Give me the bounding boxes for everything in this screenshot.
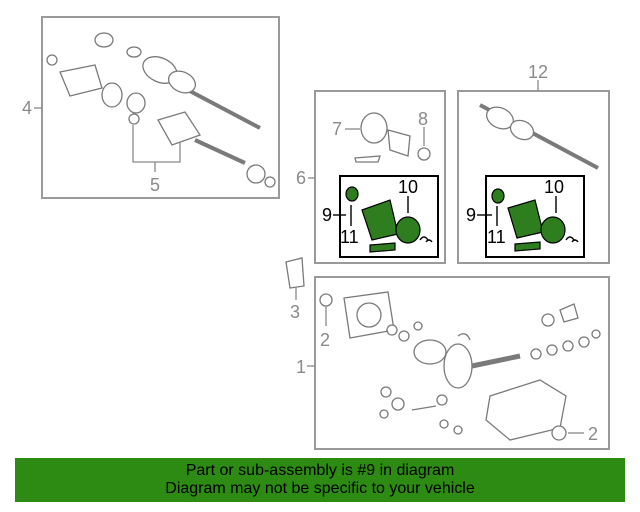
panel-differential — [314, 276, 610, 450]
part-10-band[interactable] — [395, 216, 421, 244]
callout-9-right: 9 — [466, 205, 476, 225]
banner-line-1: Part or sub-assembly is #9 in diagram — [185, 462, 455, 479]
info-banner: Part or sub-assembly is #9 in diagram Di… — [15, 458, 625, 502]
callout-6: 6 — [296, 168, 306, 188]
part-grease[interactable] — [369, 242, 396, 253]
callout-11-right: 11 — [487, 227, 506, 247]
part-3-seal[interactable] — [285, 257, 305, 289]
callout-7: 7 — [332, 119, 342, 139]
callout-10-right: 10 — [544, 177, 564, 197]
banner-line-2: Diagram may not be specific to your vehi… — [165, 480, 475, 497]
callout-9-center: 9 — [322, 205, 332, 225]
callout-8: 8 — [418, 109, 428, 129]
part-grease-rh[interactable] — [514, 241, 541, 252]
callout-3: 3 — [290, 302, 300, 322]
callout-12: 12 — [528, 62, 548, 82]
callout-1: 1 — [296, 357, 306, 377]
callout-2-left: 2 — [320, 330, 330, 350]
callout-11-center: 11 — [340, 227, 359, 247]
panel-axle-rh — [457, 90, 610, 264]
callout-4: 4 — [22, 98, 32, 118]
callout-5: 5 — [150, 175, 160, 195]
part-10-band-rh[interactable] — [540, 216, 566, 244]
callout-10-center: 10 — [398, 177, 418, 197]
panel-axle-assembly — [41, 16, 280, 199]
part-9-clamp[interactable] — [345, 186, 359, 202]
parts-diagram: 4 5 6 7 8 9 10 11 1 — [22, 16, 610, 450]
callout-2-right: 2 — [588, 424, 598, 444]
part-9-clamp-rh[interactable] — [491, 188, 505, 204]
panel-boot-kit — [314, 90, 446, 264]
